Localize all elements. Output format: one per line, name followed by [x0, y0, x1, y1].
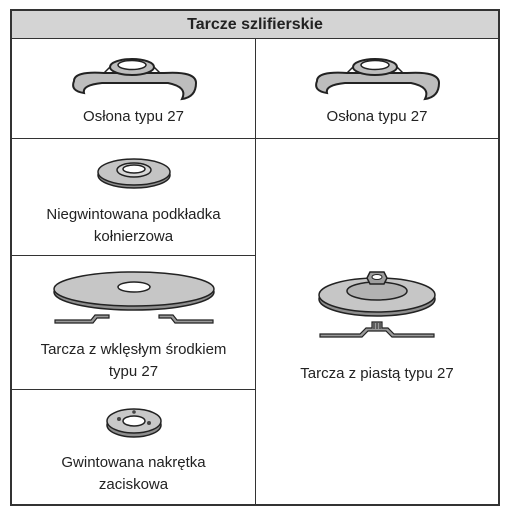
row-divider: [12, 255, 255, 256]
guard-label: Osłona typu 27: [83, 108, 184, 125]
clamp-nut-label-line2: zaciskowa: [98, 476, 169, 493]
grinding-discs-table: Tarcze szlifierskie Osłona typu 27: [10, 9, 500, 506]
guard-label: Osłona typu 27: [326, 108, 428, 125]
column-divider: [255, 39, 256, 504]
hubbed-wheel-icon: [318, 271, 436, 338]
depressed-wheel-label-line2: typu 27: [108, 363, 159, 380]
depressed-center-wheel-icon: [52, 271, 215, 324]
cell-depressed-wheel: Tarcza z wklęsłym środkiem typu 27: [12, 256, 255, 389]
cell-guard-right: Osłona typu 27: [256, 39, 498, 138]
table-header: Tarcze szlifierskie: [12, 11, 498, 39]
flange-washer-label-line1: Niegwintowana podkładka: [46, 206, 221, 223]
threaded-clamp-nut-icon: [105, 408, 162, 438]
hubbed-wheel-label: Tarcza z piastą typu 27: [300, 365, 454, 382]
clamp-nut-label-line1: Gwintowana nakrętka: [61, 454, 206, 471]
depressed-wheel-label-line1: Tarcza z wklęsłym środkiem: [40, 341, 227, 358]
row-divider: [12, 389, 255, 390]
guard-icon: [315, 58, 441, 101]
cell-flange-washer: Niegwintowana podkładka kołnierzowa: [12, 139, 255, 255]
cell-guard-left: Osłona typu 27: [12, 39, 255, 138]
flange-washer-label-line2: kołnierzowa: [93, 228, 174, 245]
row-divider: [12, 138, 498, 139]
cell-hubbed-wheel: Tarcza z piastą typu 27: [256, 139, 498, 504]
cell-clamp-nut: Gwintowana nakrętka zaciskowa: [12, 390, 255, 504]
guard-icon: [71, 58, 197, 101]
flange-washer-icon: [96, 158, 171, 189]
